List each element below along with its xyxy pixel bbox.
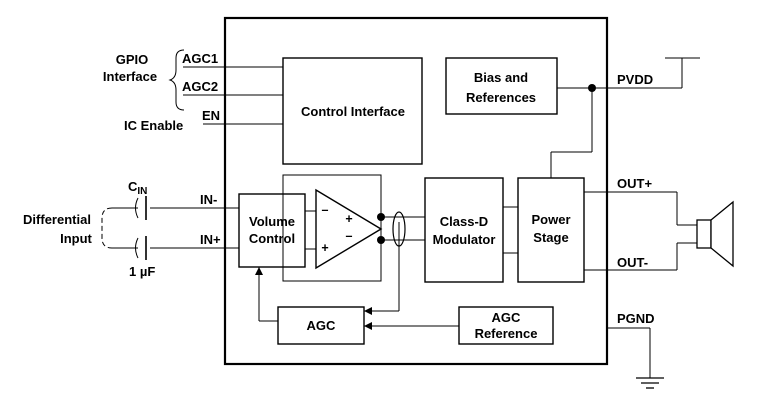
en-label: EN bbox=[202, 108, 220, 123]
agc-reference-block: AGC Reference bbox=[458, 306, 554, 345]
capacitor-top bbox=[135, 196, 147, 220]
control-interface-block: Control Interface bbox=[282, 57, 423, 165]
speaker-icon bbox=[696, 200, 734, 268]
out-plus-label: OUT+ bbox=[617, 176, 652, 191]
differential-label-line2: Input bbox=[60, 231, 92, 246]
power-label-line2: Stage bbox=[533, 230, 568, 245]
amp-plus-bot: + bbox=[321, 241, 328, 255]
in-minus-label: IN- bbox=[200, 192, 217, 207]
bias-label-line2: References bbox=[466, 90, 536, 105]
ground-icon bbox=[636, 377, 664, 389]
power-stage-block: Power Stage bbox=[517, 177, 585, 283]
wires bbox=[112, 57, 700, 378]
capacitor-bottom bbox=[135, 236, 147, 260]
classd-label-line1: Class-D bbox=[440, 214, 488, 229]
amp-plus-top: + bbox=[345, 212, 352, 226]
gpio-brace bbox=[168, 49, 185, 111]
agc-ref-label-line2: Reference bbox=[475, 326, 538, 341]
agc2-label: AGC2 bbox=[182, 79, 218, 94]
ic-enable-label: IC Enable bbox=[124, 118, 183, 133]
in-plus-label: IN+ bbox=[200, 232, 221, 247]
amplifier-symbol: + – – + bbox=[282, 174, 383, 282]
bias-references-block: Bias and References bbox=[445, 57, 558, 115]
pvdd-label: PVDD bbox=[617, 72, 653, 87]
agc-label: AGC bbox=[307, 318, 337, 333]
gpio-label-line1: GPIO bbox=[116, 52, 149, 67]
cap-value-label: 1 µF bbox=[129, 264, 155, 279]
sense-ellipse bbox=[392, 211, 406, 247]
volume-label-line2: Control bbox=[249, 231, 295, 246]
classd-label-line2: Modulator bbox=[433, 232, 496, 247]
volume-control-block: Volume Control bbox=[238, 193, 306, 268]
amp-minus-top: – bbox=[346, 229, 353, 243]
agc-block: AGC bbox=[277, 306, 365, 345]
volume-label-line1: Volume bbox=[249, 214, 295, 229]
pgnd-label: PGND bbox=[617, 311, 655, 326]
arrowheads bbox=[255, 267, 372, 330]
bias-label-line1: Bias and bbox=[474, 70, 528, 85]
agc1-label: AGC1 bbox=[182, 51, 218, 66]
cin-label: CIN bbox=[128, 179, 147, 197]
gpio-label-line2: Interface bbox=[103, 69, 157, 84]
agc-ref-label-line1: AGC bbox=[492, 310, 522, 325]
amp-minus-bot: – bbox=[322, 203, 329, 217]
control-interface-label: Control Interface bbox=[301, 104, 405, 119]
junction-dots bbox=[377, 84, 596, 244]
input-bracket bbox=[101, 207, 113, 249]
power-label-line1: Power bbox=[531, 212, 570, 227]
differential-label-line1: Differential bbox=[23, 212, 91, 227]
out-minus-label: OUT- bbox=[617, 255, 648, 270]
class-d-modulator-block: Class-D Modulator bbox=[424, 177, 504, 283]
